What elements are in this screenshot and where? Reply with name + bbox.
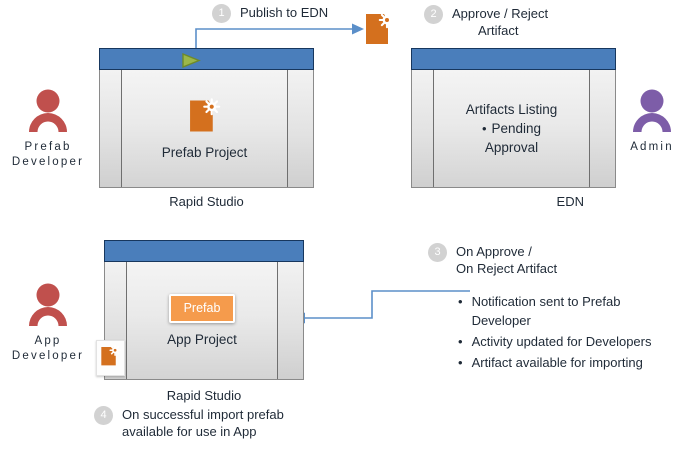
step-3: 3 On Approve / On Reject Artifact (428, 243, 557, 277)
list-item-line1: Notification sent to Prefab (471, 294, 621, 309)
connector-on-approve-reject (293, 290, 470, 324)
window-pane-right (277, 262, 303, 379)
list-item-text: Artifact available for importing (471, 355, 643, 370)
window-body: Prefab Project (99, 70, 314, 188)
window-pane-left (100, 70, 122, 187)
actor-label: App Developer (0, 334, 96, 364)
window-pane-center: Prefab Project (122, 70, 287, 187)
actor-label-line1: Admin (630, 141, 674, 153)
list-item: • Activity updated for Developers (458, 332, 694, 351)
step-number-badge: 2 (424, 5, 443, 24)
window-app-project[interactable]: Prefab App Project (96, 240, 304, 403)
step-2: 2 Approve / Reject Artifact (424, 5, 548, 39)
play-triangle-icon[interactable] (182, 52, 202, 73)
outcome-list: • Notification sent to Prefab Developer … (458, 292, 694, 374)
actor-admin: Admin (604, 84, 700, 155)
step-label-line2: On Reject Artifact (456, 261, 558, 276)
artifacts-listing-item: • Pending (482, 119, 541, 138)
prefab-badge[interactable]: Prefab (168, 294, 236, 323)
window-prefab-project[interactable]: Prefab Project Rapid Studio (99, 48, 314, 209)
bullet-dot: • (481, 121, 487, 136)
step-label-line1: On successful import prefab (122, 407, 284, 422)
list-item-text: Activity updated for Developers (471, 334, 652, 349)
step-4: 4 On successful import prefab available … (94, 406, 284, 440)
window-body: Artifacts Listing • Pending Approval (411, 70, 616, 188)
artifact-icon (188, 97, 221, 139)
step-label-line2: available for use in App (122, 424, 257, 439)
actor-label-line1: App (34, 335, 62, 347)
window-pane-center: Prefab App Project (127, 262, 277, 379)
window-pane-right (287, 70, 313, 187)
bullet-dot: • (458, 355, 463, 370)
step-number-badge: 3 (428, 243, 447, 262)
step-label-line2: Artifact (478, 23, 519, 38)
window-title-bar (104, 240, 304, 262)
artifact-icon (100, 344, 121, 372)
window-caption-text: EDN (556, 194, 584, 209)
window-pane-center: Artifacts Listing • Pending Approval (434, 70, 589, 187)
step-label-line1: Approve / Reject (452, 6, 549, 21)
window-edn[interactable]: Artifacts Listing • Pending Approval EDN (411, 48, 616, 209)
actor-label: Admin (604, 140, 700, 155)
list-item-line2: Developer (471, 313, 531, 328)
bullet-dot: • (458, 334, 463, 349)
step-label: Publish to EDN (240, 4, 328, 21)
person-icon (0, 84, 96, 138)
published-artifact-icon (364, 11, 396, 51)
bullet-dot: • (458, 294, 463, 309)
step-label: On successful import prefab available fo… (122, 406, 284, 440)
project-name: App Project (167, 332, 237, 347)
actor-label-line2: Developer (11, 156, 85, 168)
window-caption: EDN (411, 194, 616, 209)
step-label: On Approve / On Reject Artifact (456, 243, 557, 277)
window-title-bar (411, 48, 616, 70)
window-caption: Rapid Studio (166, 388, 242, 403)
artifacts-listing-heading: Artifacts Listing (465, 102, 558, 117)
step-number-badge: 4 (94, 406, 113, 425)
window-pane-right (589, 70, 615, 187)
step-label-line1: On Approve / (456, 244, 532, 259)
imported-artifact-card[interactable] (96, 340, 125, 376)
person-icon (604, 84, 700, 138)
actor-label-line2: Developer (11, 350, 85, 362)
list-item: • Notification sent to Prefab Developer (458, 292, 694, 330)
list-item: • Artifact available for importing (458, 353, 694, 372)
project-name: Prefab Project (161, 144, 248, 160)
window-title-bar (99, 48, 314, 70)
actor-label: Prefab Developer (0, 140, 96, 170)
actor-label-line1: Prefab (24, 141, 72, 153)
actor-prefab-developer: Prefab Developer (0, 84, 96, 170)
step-label: Approve / Reject Artifact (452, 5, 548, 39)
list-item-text: Notification sent to Prefab Developer (472, 292, 621, 330)
window-body: Prefab App Project (96, 262, 304, 380)
artifacts-listing-item-line2: Approval (484, 140, 539, 155)
window-pane-left (412, 70, 434, 187)
step-label-line1: Publish to EDN (240, 5, 329, 20)
step-1: 1 Publish to EDN (212, 4, 328, 23)
person-icon (0, 278, 96, 332)
step-number-badge: 1 (212, 4, 231, 23)
window-caption: Rapid Studio (169, 194, 244, 209)
artifacts-listing-item-line1: Pending (491, 121, 542, 136)
actor-app-developer: App Developer (0, 278, 96, 364)
